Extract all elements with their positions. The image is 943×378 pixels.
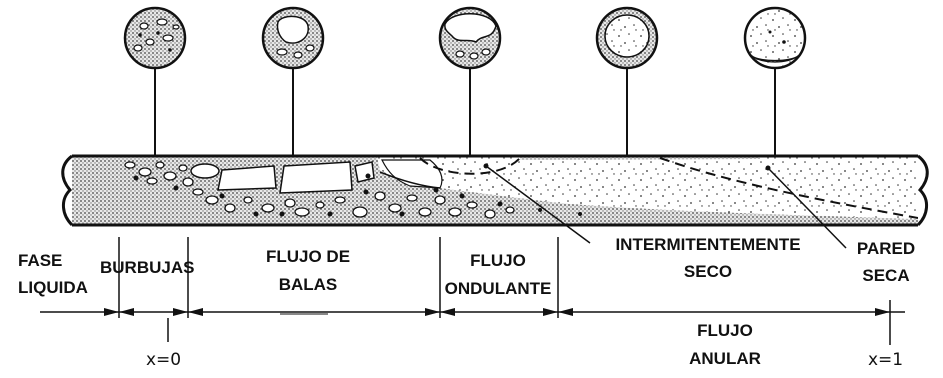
label-slug-line1: FLUJO DE xyxy=(258,246,358,268)
label-x0: x=0 xyxy=(146,350,181,370)
label-liquid-line2: LIQUIDA xyxy=(18,277,88,299)
label-annular-line2: ANULAR xyxy=(670,348,780,370)
label-annular-flow: FLUJO ANULAR xyxy=(670,320,780,370)
label-intermittently-dry: INTERMITENTEMENTE SECO xyxy=(588,234,828,283)
label-wavy-line1: FLUJO xyxy=(436,250,560,272)
label-slug-flow: FLUJO DE BALAS xyxy=(258,246,358,296)
label-liquid-line1: FASE xyxy=(18,250,88,272)
cross-section-wavy xyxy=(440,8,500,156)
label-slug-line2: BALAS xyxy=(258,274,358,296)
pipe xyxy=(63,156,928,225)
label-wavy-flow: FLUJO ONDULANTE xyxy=(436,250,560,300)
label-liquid-phase: FASE LIQUIDA xyxy=(18,250,88,299)
cross-section-annular xyxy=(597,8,657,156)
label-dry-wall-line1: PARED xyxy=(846,238,926,260)
label-x1: x=1 xyxy=(868,350,903,370)
regime-axis xyxy=(40,308,905,316)
cross-section-bubbly xyxy=(125,8,185,156)
label-dry-wall: PARED SECA xyxy=(846,238,926,287)
label-bubbles: BURBUJAS xyxy=(100,257,194,279)
cross-section-slug xyxy=(263,8,323,156)
label-intermittent-line1: INTERMITENTEMENTE xyxy=(588,234,828,256)
label-dry-wall-line2: SECA xyxy=(846,265,926,287)
label-intermittent-line2: SECO xyxy=(588,261,828,283)
label-annular-line1: FLUJO xyxy=(670,320,780,342)
label-wavy-line2: ONDULANTE xyxy=(436,278,560,300)
cross-section-dry-wall xyxy=(745,8,805,156)
